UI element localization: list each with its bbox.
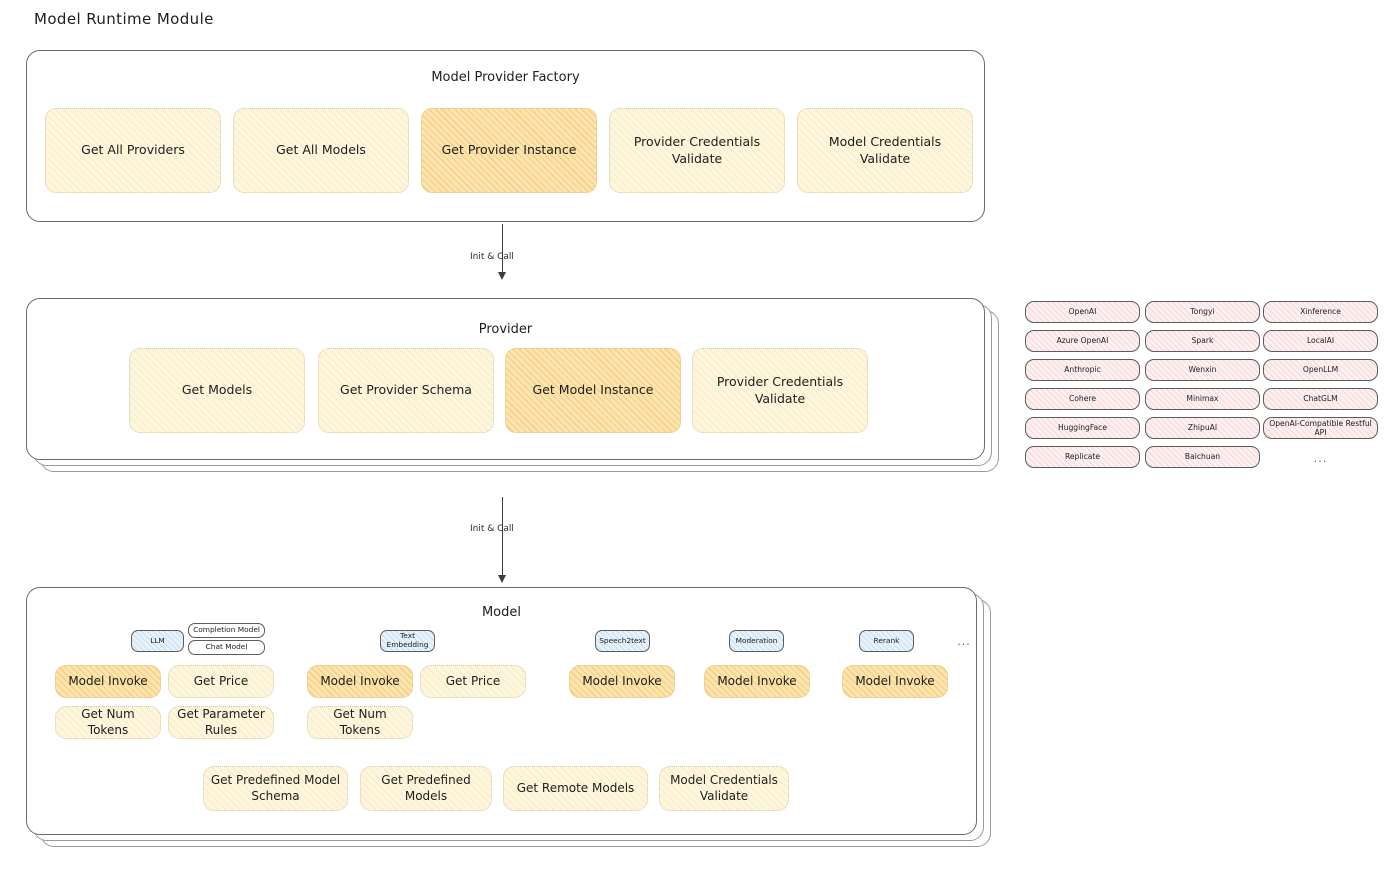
provider-chip-spark[interactable]: Spark: [1145, 330, 1260, 352]
provider-chip-xinference[interactable]: Xinference: [1263, 301, 1378, 323]
arrow-factory-to-provider-line: [502, 224, 504, 272]
provider-chip-azure-openai[interactable]: Azure OpenAI: [1025, 330, 1140, 352]
provider-chip-chatglm[interactable]: ChatGLM: [1263, 388, 1378, 410]
arrow-factory-to-provider-label: Init & Call: [470, 252, 514, 262]
provider-list-more: ...: [1313, 451, 1328, 465]
text-embedding-node-get-num-tokens[interactable]: Get Num Tokens: [307, 706, 413, 739]
provider-title: Provider: [478, 322, 533, 337]
model-types-more: ...: [957, 634, 971, 648]
provider-chip-huggingface[interactable]: HuggingFace: [1025, 417, 1140, 439]
model-type-badge-rerank[interactable]: Rerank: [859, 630, 914, 652]
factory-node-get-all-models[interactable]: Get All Models: [233, 108, 409, 193]
model-node-get-predefined-models[interactable]: Get Predefined Models: [360, 766, 492, 811]
provider-chip-openai[interactable]: OpenAI: [1025, 301, 1140, 323]
provider-chip-baichuan[interactable]: Baichuan: [1145, 446, 1260, 468]
provider-chip-openai-compatible-restful-api[interactable]: OpenAI-Compatible Restful API: [1263, 417, 1378, 439]
model-node-get-predefined-model-schema[interactable]: Get Predefined Model Schema: [203, 766, 348, 811]
llm-node-get-num-tokens[interactable]: Get Num Tokens: [55, 706, 161, 739]
model-type-subbadge-completion-model[interactable]: Completion Model: [188, 623, 265, 638]
arrow-provider-to-model-head: [498, 575, 506, 583]
page-title: Model Runtime Module: [34, 10, 214, 28]
provider-node-get-provider-schema[interactable]: Get Provider Schema: [318, 348, 494, 433]
provider-chip-cohere[interactable]: Cohere: [1025, 388, 1140, 410]
llm-node-get-parameter-rules[interactable]: Get Parameter Rules: [168, 706, 274, 739]
arrow-provider-to-model-label: Init & Call: [470, 524, 514, 534]
provider-node-get-models[interactable]: Get Models: [129, 348, 305, 433]
model-title: Model: [481, 605, 522, 620]
factory-node-provider-credentials-validate[interactable]: Provider Credentials Validate: [609, 108, 785, 193]
provider-node-provider-credentials-validate[interactable]: Provider Credentials Validate: [692, 348, 868, 433]
llm-node-model-invoke[interactable]: Model Invoke: [55, 665, 161, 698]
provider-chip-wenxin[interactable]: Wenxin: [1145, 359, 1260, 381]
moderation-node-model-invoke[interactable]: Model Invoke: [704, 665, 810, 698]
provider-chip-anthropic[interactable]: Anthropic: [1025, 359, 1140, 381]
model-type-subbadge-chat-model[interactable]: Chat Model: [188, 640, 265, 655]
arrow-factory-to-provider-head: [498, 272, 506, 280]
provider-chip-minimax[interactable]: Minimax: [1145, 388, 1260, 410]
model-panel: Model LLM Completion Model Chat Model Mo…: [26, 587, 977, 835]
model-type-badge-llm[interactable]: LLM: [131, 630, 184, 652]
provider-panel: Provider Get Models Get Provider Schema …: [26, 298, 985, 460]
arrow-provider-to-model-line: [502, 497, 504, 575]
rerank-node-model-invoke[interactable]: Model Invoke: [842, 665, 948, 698]
model-type-badge-text-embedding[interactable]: Text Embedding: [380, 630, 435, 652]
model-type-badge-moderation[interactable]: Moderation: [729, 630, 784, 652]
provider-chip-zhipuai[interactable]: ZhipuAI: [1145, 417, 1260, 439]
speech2text-node-model-invoke[interactable]: Model Invoke: [569, 665, 675, 698]
model-node-get-remote-models[interactable]: Get Remote Models: [503, 766, 648, 811]
provider-chip-openllm[interactable]: OpenLLM: [1263, 359, 1378, 381]
text-embedding-node-model-invoke[interactable]: Model Invoke: [307, 665, 413, 698]
provider-node-get-model-instance[interactable]: Get Model Instance: [505, 348, 681, 433]
model-type-badge-speech2text[interactable]: Speech2text: [595, 630, 650, 652]
factory-node-model-credentials-validate[interactable]: Model Credentials Validate: [797, 108, 973, 193]
llm-node-get-price[interactable]: Get Price: [168, 665, 274, 698]
provider-chip-replicate[interactable]: Replicate: [1025, 446, 1140, 468]
model-provider-factory-title: Model Provider Factory: [431, 70, 580, 85]
provider-chip-tongyi[interactable]: Tongyi: [1145, 301, 1260, 323]
model-node-model-credentials-validate[interactable]: Model Credentials Validate: [659, 766, 789, 811]
text-embedding-node-get-price[interactable]: Get Price: [420, 665, 526, 698]
factory-node-get-all-providers[interactable]: Get All Providers: [45, 108, 221, 193]
factory-node-get-provider-instance[interactable]: Get Provider Instance: [421, 108, 597, 193]
provider-chip-localai[interactable]: LocalAI: [1263, 330, 1378, 352]
model-provider-factory-panel: Model Provider Factory Get All Providers…: [26, 50, 985, 222]
